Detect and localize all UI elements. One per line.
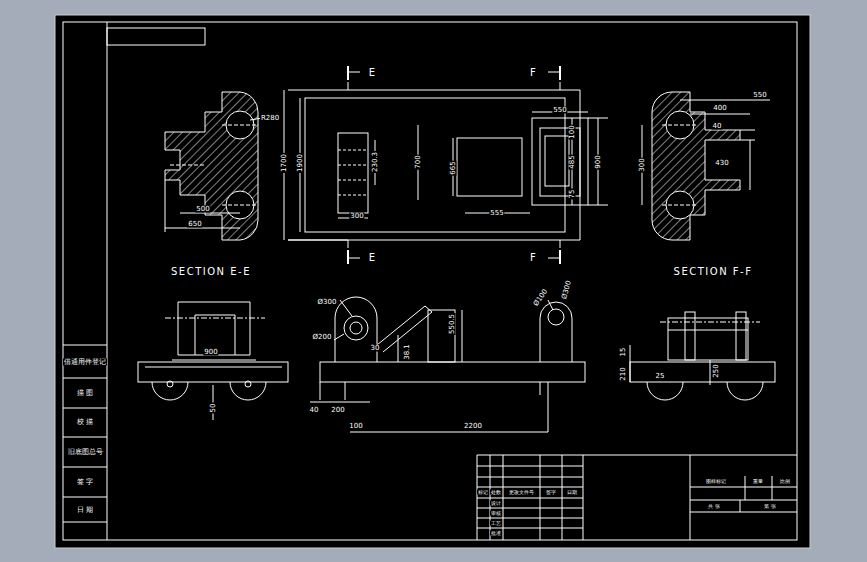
strip-cell: 描 图 [76, 390, 94, 397]
strip-cell: 借通用件登记 [63, 359, 107, 366]
dimension-text: 555 [489, 210, 504, 217]
dimension-text: 210 [620, 366, 627, 381]
dimension-text: 1900 [297, 153, 304, 173]
dimension-text: 200 [330, 407, 345, 414]
dimension-text: 40 [712, 123, 723, 130]
table-cell: 处数 [490, 490, 502, 495]
table-cell: 第 张 [763, 504, 777, 509]
section-title: SECTION E-E [170, 267, 252, 277]
section-mark: E [368, 253, 376, 263]
table-cell: 标记 [477, 490, 489, 495]
end-view-right [630, 312, 775, 400]
dimension-text: 250 [713, 363, 720, 378]
table-cell: 签字 [545, 490, 557, 495]
dimension-text: 485 [569, 154, 576, 169]
dimension-text: Ø200 [312, 334, 333, 341]
dimension-text: 550.5 [449, 313, 456, 335]
dimension-text: 500 [195, 206, 210, 213]
sheet [55, 15, 810, 548]
section-title: SECTION F-F [673, 267, 754, 277]
section-mark: E [368, 68, 376, 78]
dimension-text: Ø300 [561, 279, 573, 301]
dimension-text: 900 [203, 349, 218, 356]
table-cell: 工艺 [490, 521, 502, 526]
dimension-text: 550 [752, 92, 767, 99]
section-mark: F [529, 68, 537, 78]
table-cell: 图样标记 [705, 479, 727, 484]
table-cell: 设计 [490, 501, 502, 506]
dimension-text: 430 [714, 160, 729, 167]
section-mark: F [529, 253, 537, 263]
dimension-text: 38.1 [404, 343, 411, 361]
table-cell: 比例 [779, 479, 791, 484]
dimension-text: 900 [595, 154, 602, 169]
dimension-text: 665 [450, 160, 457, 175]
section-e [165, 92, 262, 240]
dimension-text: R280 [260, 115, 280, 122]
table-cell: 审核 [490, 511, 502, 516]
strip-cell: 旧底图总号 [67, 449, 104, 456]
strip-cell: 签 字 [76, 479, 94, 486]
dimension-text: 650 [187, 221, 202, 228]
dimension-text: Ø300 [317, 299, 338, 306]
dimension-text: 550 [552, 107, 567, 114]
dimension-text: 400 [712, 105, 727, 112]
table-cell: 更改文件号 [508, 490, 535, 495]
end-view-left [138, 302, 288, 420]
dimension-text: 300 [349, 213, 364, 220]
table-cell: 共 张 [707, 504, 721, 509]
table-cell: 重量 [752, 479, 764, 484]
dimension-text: 100 [569, 124, 576, 139]
dimension-text: 230.3 [372, 151, 379, 173]
dimension-text: 100 [348, 423, 363, 430]
dimension-text: 300 [639, 157, 646, 172]
dimension-text: 1700 [281, 153, 288, 173]
dimension-text: 700 [415, 154, 422, 169]
table-cell: 批准 [490, 531, 502, 536]
front-view [310, 297, 585, 432]
strip-cell: 日 期 [76, 507, 94, 514]
section-f [642, 92, 770, 240]
table-cell: 日期 [566, 490, 578, 495]
dimension-text: 30 [370, 345, 381, 352]
dimension-text: 75 [569, 189, 576, 200]
strip-cell: 校 描 [76, 419, 94, 426]
dimension-text: 25 [655, 373, 666, 380]
frame [63, 22, 797, 540]
dimension-text: Ø100 [532, 287, 550, 308]
dimension-text: 15 [620, 347, 627, 358]
plan-view [284, 66, 608, 264]
dimension-text: 2200 [463, 423, 483, 430]
dimension-text: 40 [309, 407, 320, 414]
dimension-text: 50 [210, 403, 217, 414]
